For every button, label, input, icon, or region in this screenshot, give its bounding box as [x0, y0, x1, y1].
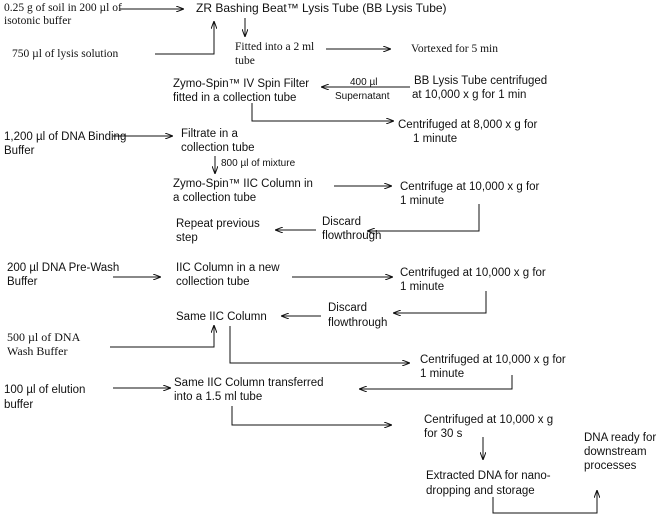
transferred-column-label: Same IIC Column transferred [174, 377, 324, 389]
arrow-centrifuge-3-to-transferred [360, 375, 513, 389]
centrifuge-10000-2-label: Centrifuged at 10,000 x g for [400, 267, 546, 279]
repeat-step-label: Repeat previous [176, 218, 260, 230]
spin-filter-label-line2: fitted in a collection tube [173, 92, 297, 104]
centrifuge-10000-label: Centrifuge at 10,000 x g for [400, 181, 540, 193]
arrow-transferred-to-centrifuge-30s [231, 406, 391, 425]
wash-buffer-label: 500 µl of DNA [7, 330, 81, 344]
arrow-extracted-to-ready [492, 491, 597, 514]
fitted-tube-label-line2: tube [235, 55, 255, 67]
binding-buffer-label: 1,200 µl of DNA Binding [4, 131, 127, 143]
extracted-dna-label: Extracted DNA for nano- [426, 470, 551, 482]
soil-sample-label-line2: isotonic buffer [4, 15, 72, 27]
spin-filter-label: Zymo-Spin™ IV Spin Filter [173, 78, 310, 90]
centrifuge-8000-label: Centrifuged at 8,000 x g for [398, 119, 538, 131]
bb-centrifuged-label-line2: at 10,000 x g for 1 min [412, 89, 527, 101]
arrow-centrifuge-to-discard-1 [368, 204, 480, 231]
centrifuge-10000-3-label-line2: 1 minute [420, 368, 465, 380]
same-iic-column-label: Same IIC Column [176, 311, 267, 323]
filtrate-label: Filtrate in a [181, 128, 238, 140]
arrow-centrifuge-to-discard-2 [394, 291, 487, 313]
bb-centrifuged-label: BB Lysis Tube centrifuged [414, 75, 548, 87]
extracted-dna-label-line2: dropping and storage [426, 485, 535, 497]
centrifuge-10000-3-label: Centrifuged at 10,000 x g for [420, 354, 566, 366]
dna-ready-label-line3: processes [584, 460, 637, 472]
arrow-wash-buffer-to-same-iic [110, 326, 214, 348]
supernatant-volume-label: 400 µl [350, 77, 378, 88]
centrifuge-10000-2-label-line2: 1 minute [400, 281, 445, 293]
fitted-tube-label: Fitted into a 2 ml [235, 41, 315, 53]
iic-new-tube-label-line2: collection tube [176, 276, 250, 288]
iic-column-label-line2: a collection tube [173, 192, 257, 204]
prewash-buffer-label-line2: Buffer [7, 276, 38, 288]
arrow-spin-filter-to-centrifuge-8000 [251, 103, 393, 121]
lysis-tube-label: ZR Bashing Beat™ Lysis Tube (BB Lysis Tu… [196, 1, 447, 15]
dna-ready-label-line2: downstream [584, 446, 647, 458]
supernatant-label: Supernatant [335, 91, 390, 102]
dna-ready-label: DNA ready for [584, 432, 657, 444]
vortexed-label: Vortexed for 5 min [411, 43, 498, 55]
binding-buffer-label-line2: Buffer [4, 145, 35, 157]
discard-flowthrough-2-label-line2: flowthrough [328, 317, 388, 329]
discard-flowthrough-label: Discard [322, 216, 361, 228]
iic-new-tube-label: IIC Column in a new [176, 262, 280, 274]
discard-flowthrough-label-line2: flowthrough [322, 230, 382, 242]
prewash-buffer-label: 200 µl DNA Pre-Wash [7, 262, 120, 274]
wash-buffer-label-line2: Wash Buffer [7, 344, 68, 358]
centrifuge-30s-label: Centrifuged at 10,000 x g [424, 414, 554, 426]
centrifuge-10000-label-line2: 1 minute [400, 195, 445, 207]
elution-buffer-label: 100 µl of elution [4, 384, 86, 396]
soil-sample-label: 0.25 g of soil in 200 µl of [4, 2, 122, 14]
filtrate-label-line2: collection tube [181, 142, 255, 154]
centrifuge-8000-label-line2: 1 minute [413, 133, 458, 145]
lysis-solution-label: 750 µl of lysis solution [12, 48, 119, 60]
arrow-lysis-solution-to-lysis-tube [155, 22, 214, 55]
transferred-column-label-line2: into a 1.5 ml tube [174, 391, 263, 403]
repeat-step-label-line2: step [176, 232, 198, 244]
discard-flowthrough-2-label: Discard [328, 302, 367, 314]
elution-buffer-label-line2: buffer [4, 399, 34, 411]
mixture-volume-label: 800 µl of mixture [221, 158, 296, 169]
arrow-same-iic-to-centrifuge-3 [229, 326, 409, 363]
centrifuge-30s-label-line2: for 30 s [424, 428, 463, 440]
iic-column-label: Zymo-Spin™ IIC Column in [173, 178, 313, 190]
